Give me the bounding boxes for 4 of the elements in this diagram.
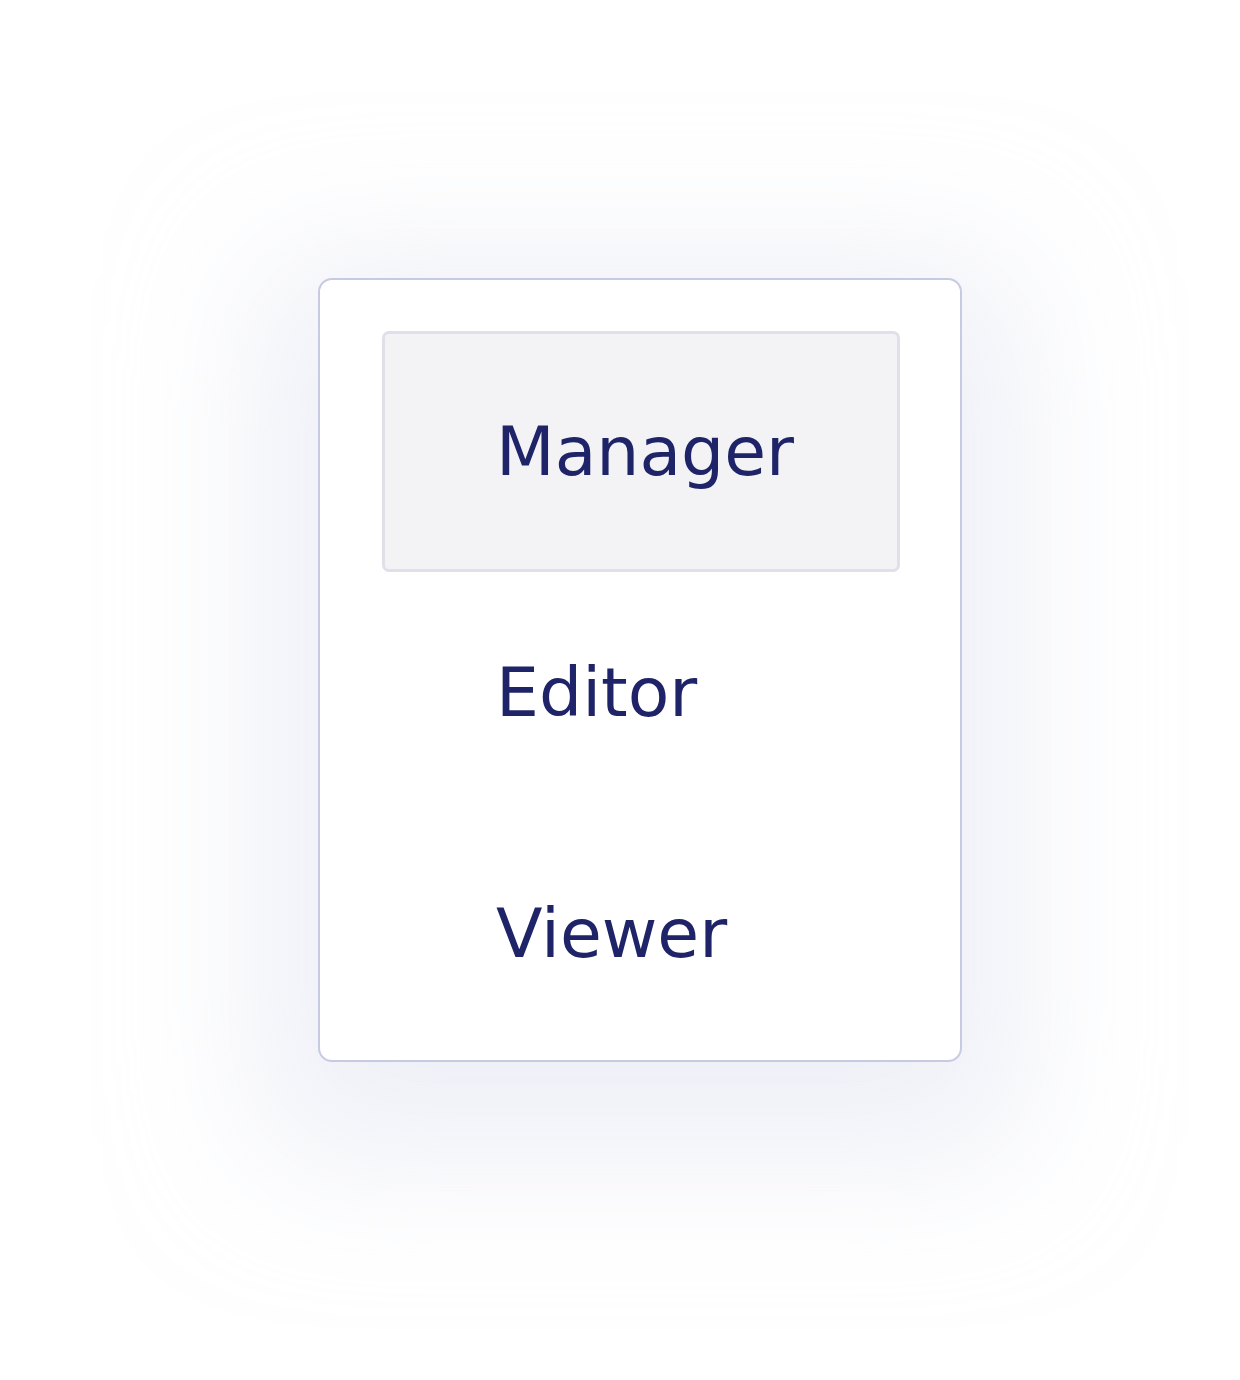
menu-item: Manager [382,331,900,572]
menu-item: Viewer [382,813,900,1054]
menu-card [318,278,962,1062]
menu-item: Editor [382,572,900,813]
